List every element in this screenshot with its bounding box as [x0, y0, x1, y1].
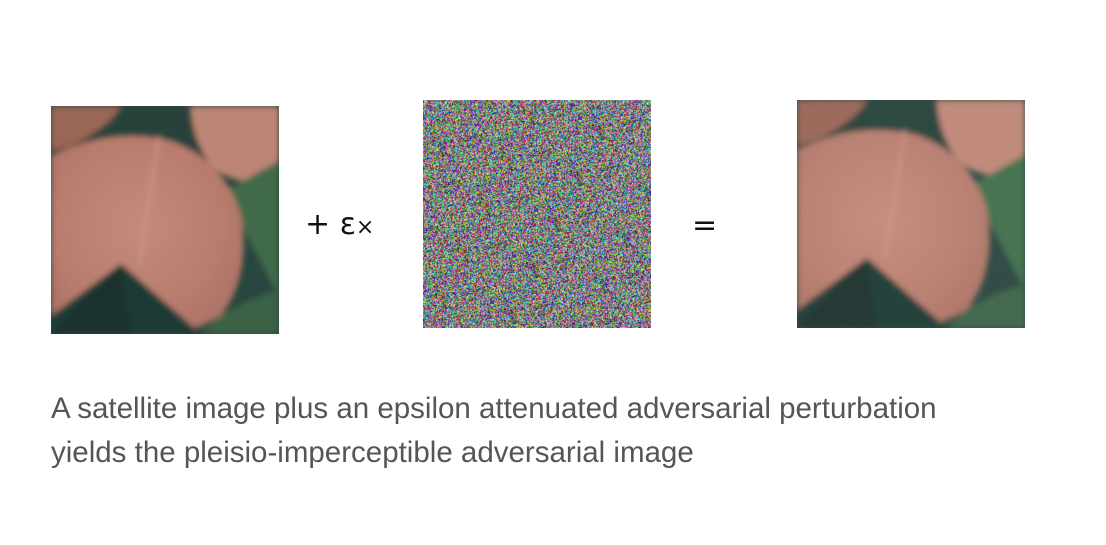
caption-line-2: yields the pleisio-imperceptible adversa…	[51, 436, 694, 469]
adversarial-perturbation-image	[423, 100, 651, 328]
adversarial-satellite-image	[797, 100, 1025, 328]
equals-sign: =	[692, 208, 718, 243]
caption-line-1: A satellite image plus an epsilon attenu…	[51, 392, 937, 425]
equation-figure: + ε× =	[51, 100, 1025, 334]
plus-epsilon-times-operator: + ε×	[305, 207, 374, 246]
plus-sign: +	[305, 207, 331, 242]
figure-caption: A satellite image plus an epsilon attenu…	[51, 387, 1061, 475]
times-sign: ×	[355, 215, 375, 240]
noise-canvas	[423, 100, 651, 328]
epsilon-symbol: ε	[339, 207, 356, 242]
original-satellite-image	[51, 106, 279, 334]
